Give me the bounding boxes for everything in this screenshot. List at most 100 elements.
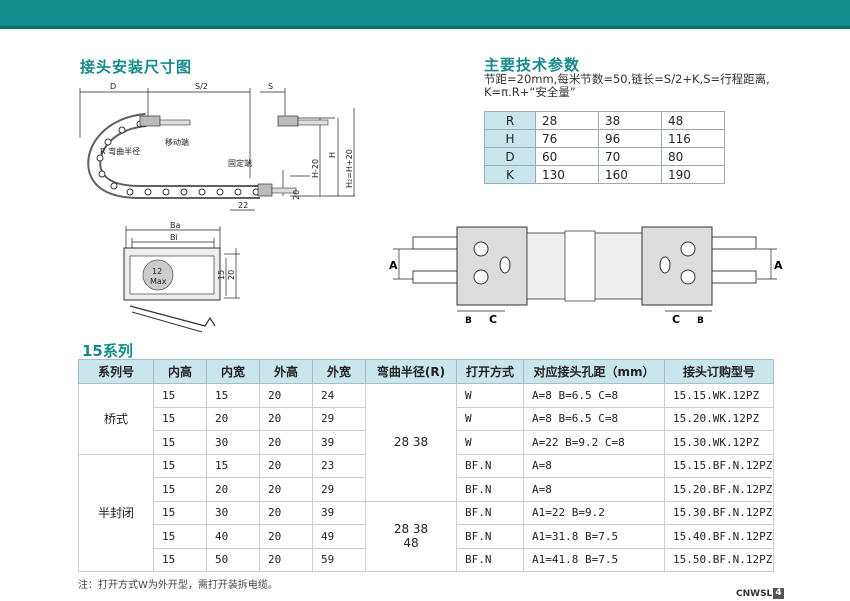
param-value: 60 (535, 147, 599, 166)
table-row: 15 30 20 39 W A=22 B=9.2 C=8 15.30.WK.12… (79, 430, 774, 455)
cell: A1=41.8 B=7.5 (523, 547, 665, 572)
cell: 15.20.BF.N.12PZ (664, 477, 774, 502)
tech-title: 主要技术参数 (484, 56, 581, 74)
tech-desc-line1: 节距=20mm,每米节数=50,链长=S/2+K,S=行程距离, (484, 72, 770, 86)
cell: 20 (259, 500, 313, 525)
label-20b: 20 (227, 270, 236, 280)
cell: 30 (206, 500, 260, 525)
param-row: H 76 96 116 (484, 129, 725, 148)
param-row: K 130 160 190 (484, 165, 725, 184)
label-c-left: C (489, 313, 497, 326)
cell: 39 (312, 430, 366, 455)
cell: 15 (153, 547, 207, 572)
col-header: 外高 (259, 359, 313, 384)
label-bend-radius: R 弯曲半径 (100, 146, 140, 156)
cell: 15.40.BF.N.12PZ (664, 524, 774, 549)
label-ba: Ba (170, 221, 180, 230)
param-label: R (484, 111, 536, 130)
param-label: D (484, 147, 536, 166)
cell: A=22 B=9.2 C=8 (523, 430, 665, 455)
param-value: 116 (661, 129, 725, 148)
label-b-left: B (465, 316, 472, 326)
param-value: 190 (661, 165, 725, 184)
cell: 30 (206, 430, 260, 455)
tech-desc-line2: K=π.R+“安全量” (484, 85, 576, 99)
param-label: H (484, 129, 536, 148)
label-s2: S/2 (195, 82, 208, 91)
col-header: 弯曲半径(R) (365, 359, 457, 384)
cell: 20 (259, 453, 313, 478)
cell: 20 (206, 477, 260, 502)
label-a-left: A (389, 259, 398, 272)
page-number: 4 (773, 588, 784, 599)
cell: 15 (206, 453, 260, 478)
param-value: 160 (598, 165, 662, 184)
cell: 20 (259, 406, 313, 431)
col-header: 对应接头孔距（mm） (523, 359, 665, 384)
table-row: 半封闭 15 15 20 23 BF.N A=8 15.15.BF.N.12PZ (78, 453, 774, 572)
param-row: D 60 70 80 (484, 147, 725, 166)
cell: W (456, 406, 524, 431)
label-bi: Bi (170, 233, 178, 242)
cell: 40 (206, 524, 260, 549)
label-a-right: A (774, 259, 783, 272)
param-value: 28 (535, 111, 599, 130)
cell: 20 (206, 406, 260, 431)
cell: 15.30.WK.12PZ (664, 430, 774, 455)
cell: 39 (312, 500, 366, 525)
cell: 15.20.WK.12PZ (664, 406, 774, 431)
cell: A=8 (523, 453, 665, 478)
series-title: 15系列 (82, 342, 133, 360)
header-divider (0, 26, 850, 29)
params-table: R 28 38 48 H 76 96 116 D 60 70 80 K 130 … (484, 111, 725, 184)
param-value: 48 (661, 111, 725, 130)
cell: BF.N (456, 524, 524, 549)
cell: A1=22 B=9.2 (523, 500, 665, 525)
label-b-right: B (697, 316, 704, 326)
label-fixed-end: 固定端 (228, 158, 252, 168)
cell: 15 (153, 500, 207, 525)
cell: BF.N (456, 453, 524, 478)
cell: 15 (153, 477, 207, 502)
param-value: 70 (598, 147, 662, 166)
cell: A1=31.8 B=7.5 (523, 524, 665, 549)
brand-label: CNWSL (736, 589, 773, 599)
table-header-row: 系列号 内高 内宽 外高 外宽 弯曲半径(R) 打开方式 对应接头孔距（mm） … (78, 359, 774, 384)
cell: 20 (259, 383, 313, 408)
table-row: 桥式 15 15 20 24 28 38 W A=8 B=6.5 C=8 15.… (78, 383, 774, 502)
cell: 20 (259, 477, 313, 502)
label-h: H (328, 152, 337, 158)
label-moving-end: 移动端 (165, 137, 189, 147)
label-h2: H₂=H+20 (345, 149, 354, 188)
label-max-num: 12 (152, 267, 162, 276)
cell: 15 (153, 453, 207, 478)
cell: 20 (259, 547, 313, 572)
param-value: 76 (535, 129, 599, 148)
table-row: 15 20 20 29 W A=8 B=6.5 C=8 15.20.WK.12P… (79, 406, 774, 431)
label-s: S (268, 82, 273, 91)
label-d: D (110, 82, 116, 91)
param-value: 80 (661, 147, 725, 166)
cell: 15.15.BF.N.12PZ (664, 453, 774, 478)
series-group: 半封闭 (78, 453, 154, 572)
cell: 15 (153, 430, 207, 455)
cell: 29 (312, 477, 366, 502)
cell: A=8 (523, 477, 665, 502)
cross-section-diagram: Ba Bi 12 Max 15 20 (123, 221, 240, 333)
series-group: 桥式 (78, 383, 154, 455)
header-bar (0, 0, 850, 26)
cell: BF.N (456, 500, 524, 525)
cell: 20 (259, 524, 313, 549)
connector-diagram: A A B C C B (389, 226, 783, 326)
cell: 20 (259, 430, 313, 455)
table-row: 15 50 20 59 BF.N A1=41.8 B=7.5 15.50.BF.… (79, 547, 774, 572)
label-c-right: C (672, 313, 680, 326)
cell: 59 (312, 547, 366, 572)
col-header: 外宽 (312, 359, 366, 384)
param-value: 130 (535, 165, 599, 184)
col-header: 接头订购型号 (664, 359, 774, 384)
col-header: 内高 (153, 359, 207, 384)
radius-cell: 28 38 (365, 383, 457, 502)
